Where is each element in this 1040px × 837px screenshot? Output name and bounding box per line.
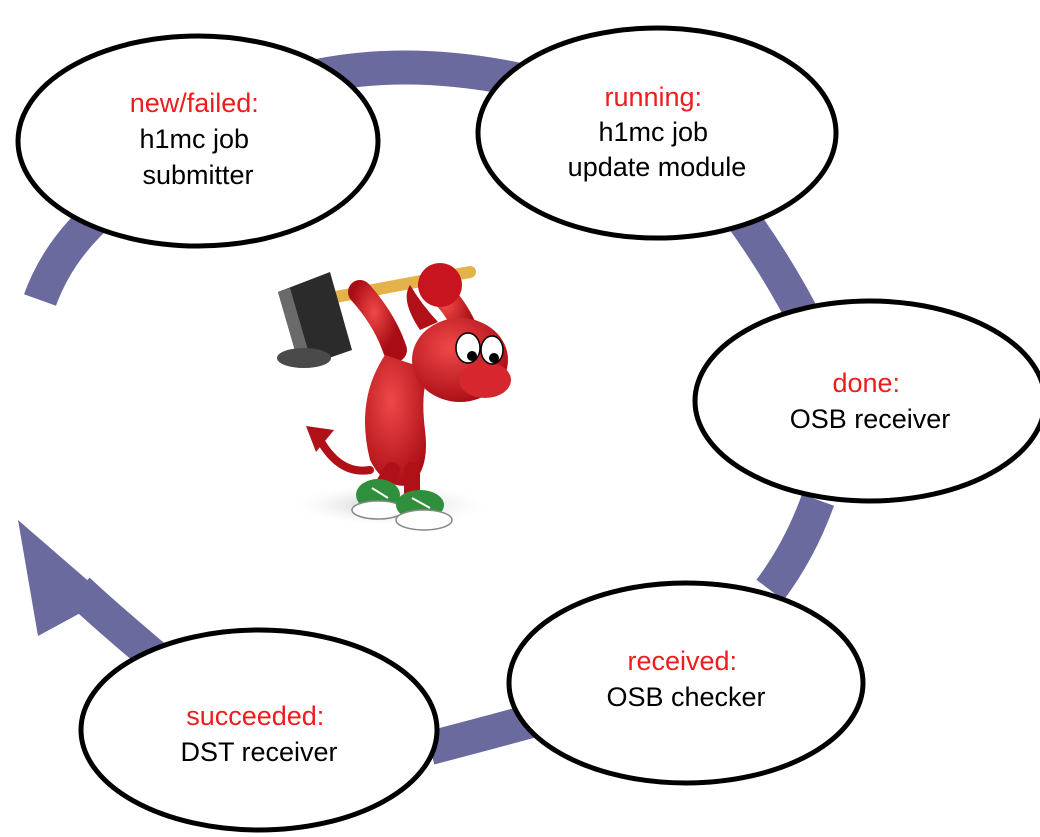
node-new-line-2: submitter — [142, 160, 253, 190]
node-succeeded-ellipse — [78, 627, 440, 833]
arrow-segment-bottom — [425, 703, 540, 765]
svg-text:done: OSB receiver: done: OSB receiver — [790, 368, 951, 434]
hammer-devil-mascot-icon — [277, 263, 511, 531]
node-new: new/failed: h1mc job submitter — [15, 33, 381, 249]
mascot-snout — [459, 362, 511, 398]
svg-text:new/failed: h1mc job: new/failed: h1mc job submitter — [130, 88, 267, 190]
node-new-line-1: h1mc job — [139, 124, 249, 154]
node-succeeded-state: succeeded: — [186, 701, 324, 731]
node-running-line-2: update module — [568, 152, 747, 182]
svg-text:running: h1mc job: running: h1mc job update module — [568, 82, 747, 182]
node-done: done: OSB receiver — [692, 298, 1040, 504]
node-done-line-1: OSB receiver — [790, 404, 951, 434]
arrowhead — [18, 520, 108, 636]
node-running-state: running: — [604, 82, 702, 112]
mascot-arm-left — [348, 280, 407, 362]
mascot-tail — [316, 436, 374, 475]
node-done-state: done: — [832, 368, 900, 398]
node-running: running: h1mc job update module — [475, 25, 839, 241]
mascot-body — [365, 355, 430, 486]
node-succeeded-line-1: DST receiver — [180, 737, 337, 767]
node-running-ellipse — [475, 25, 839, 241]
node-received-ellipse — [506, 580, 866, 786]
mascot-tail-tip — [306, 426, 334, 452]
mascot-horn — [406, 285, 438, 330]
node-new-state: new/failed: — [130, 88, 259, 118]
svg-text:received: OSB checker: received: OSB checker — [606, 646, 765, 712]
node-succeeded: succeeded: DST receiver — [78, 627, 440, 833]
mascot-sneakers — [351, 479, 453, 531]
hammer-head — [277, 272, 352, 368]
svg-text:succeeded: DST receiver: succeeded: DST receiver — [180, 701, 337, 767]
arrow-segment-right-bottom — [756, 494, 834, 601]
node-received: received: OSB checker — [506, 580, 866, 786]
node-received-line-1: OSB checker — [606, 682, 765, 712]
node-running-line-1: h1mc job — [598, 117, 708, 147]
node-done-ellipse — [692, 298, 1040, 504]
mascot-fist — [418, 263, 462, 307]
node-received-state: received: — [627, 646, 737, 676]
node-new-ellipse — [15, 33, 381, 249]
